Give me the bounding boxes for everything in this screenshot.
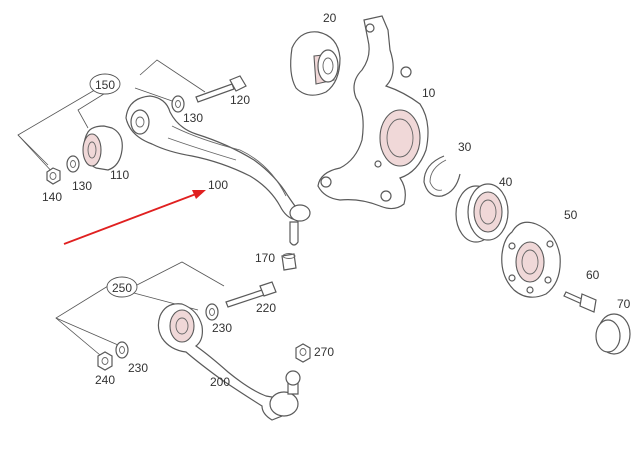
nut-240 bbox=[97, 351, 113, 371]
label-50: 50 bbox=[564, 208, 578, 222]
cap-70 bbox=[595, 313, 631, 355]
label-230-lower: 230 bbox=[128, 361, 148, 375]
bolt-120 bbox=[195, 75, 247, 103]
label-170: 170 bbox=[255, 251, 275, 265]
label-200: 200 bbox=[210, 375, 230, 389]
bolt-220 bbox=[225, 281, 277, 308]
label-230-upper: 230 bbox=[212, 321, 232, 335]
label-40: 40 bbox=[499, 175, 513, 189]
control-arm-100 bbox=[125, 95, 311, 246]
washer-130-left bbox=[66, 155, 80, 173]
washer-130-upper bbox=[171, 95, 185, 113]
label-30: 30 bbox=[458, 140, 472, 154]
label-100: 100 bbox=[208, 178, 228, 192]
label-70: 70 bbox=[617, 297, 631, 311]
label-110: 110 bbox=[110, 168, 129, 182]
kit-250-circle: 250 bbox=[106, 276, 138, 298]
label-140: 140 bbox=[42, 190, 62, 204]
bushing-110 bbox=[82, 125, 123, 171]
washer-230-lower bbox=[115, 341, 129, 359]
nut-140 bbox=[46, 167, 61, 185]
label-220: 220 bbox=[256, 301, 276, 315]
label-130-left: 130 bbox=[72, 179, 92, 193]
label-240: 240 bbox=[95, 373, 115, 387]
label-250: 250 bbox=[112, 281, 132, 295]
snap-ring-30 bbox=[423, 155, 461, 197]
hub-carrier-10 bbox=[317, 15, 429, 210]
bearing-40 bbox=[455, 183, 509, 243]
kit-150-circle: 150 bbox=[89, 73, 121, 95]
dust-shield-20 bbox=[290, 31, 341, 96]
wheel-hub-50 bbox=[501, 221, 561, 298]
label-270: 270 bbox=[314, 345, 334, 359]
label-150: 150 bbox=[95, 78, 115, 92]
cap-170 bbox=[281, 253, 297, 271]
label-20: 20 bbox=[323, 11, 337, 25]
label-130-upper: 130 bbox=[183, 111, 203, 125]
strut-rod-200 bbox=[157, 303, 301, 421]
label-10: 10 bbox=[422, 86, 436, 100]
red-arrow bbox=[63, 190, 206, 245]
label-60: 60 bbox=[586, 268, 600, 282]
nut-270 bbox=[295, 343, 311, 363]
hub-bolt-60 bbox=[563, 291, 597, 313]
label-120: 120 bbox=[230, 93, 250, 107]
washer-230-upper bbox=[205, 303, 219, 321]
